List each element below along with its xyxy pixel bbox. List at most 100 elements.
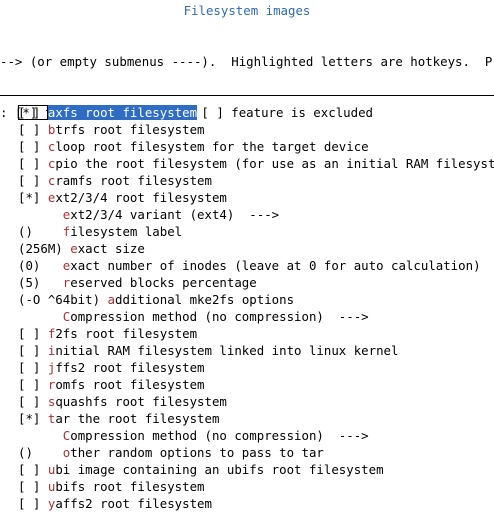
- menu-item-hotkey: t: [47, 411, 56, 426]
- menu-item-label: bifs root filesystem: [55, 479, 205, 494]
- menu-item-indicator: [ ]: [18, 122, 48, 137]
- menu-item-indicator: (): [18, 224, 63, 239]
- menu-item-hotkey: u: [47, 479, 56, 494]
- selection-highlight: axfs root filesystem: [47, 105, 198, 120]
- menu-item[interactable]: (0) exact number of inodes (leave at 0 f…: [18, 257, 494, 274]
- menu-item-hotkey: e: [62, 207, 71, 222]
- menu-item-label: bi image containing an ubifs root filesy…: [55, 462, 384, 477]
- menu-item-indicator: [ ]: [18, 394, 48, 409]
- menu-item-indicator: [ ]: [18, 139, 48, 154]
- menu-item-indicator: [18, 428, 63, 443]
- menu-item-indicator: [ ]: [18, 462, 48, 477]
- menu-item-hotkey: f: [47, 326, 56, 341]
- menu-item[interactable]: [ ] ubi image containing an ubifs root f…: [18, 461, 494, 478]
- menu-item-label: trfs root filesystem: [55, 122, 205, 137]
- menu-item-indicator: [ ]: [18, 173, 48, 188]
- menu-item[interactable]: [ ] cpio the root filesystem (for use as…: [18, 155, 494, 172]
- menu-item-hotkey: o: [62, 445, 71, 460]
- menu-item[interactable]: [*] tar the root filesystem: [18, 410, 494, 427]
- menu-item-indicator: [ ]: [18, 479, 48, 494]
- menu-item-label: loop root filesystem for the target devi…: [55, 139, 369, 154]
- window-title: Filesystem images: [183, 3, 311, 18]
- menu-item-label: 2fs root filesystem: [55, 326, 198, 341]
- menu-item-indicator: (256M): [18, 241, 71, 256]
- menu-item-indicator: [ ]: [18, 377, 48, 392]
- menu-item[interactable]: [ ] cloop root filesystem for the target…: [18, 138, 494, 155]
- menu-item-label: xt2/3/4 root filesystem: [55, 190, 227, 205]
- menu-item-indicator: [ ]: [18, 496, 48, 511]
- menu-item-hotkey: s: [47, 394, 56, 409]
- menu-item-indicator: (0): [18, 258, 63, 273]
- menu-item-hotkey: C: [62, 428, 71, 443]
- menu-item-hotkey: j: [47, 360, 56, 375]
- menu-item-label: affs2 root filesystem: [55, 496, 212, 511]
- menu-item-hotkey: e: [70, 241, 78, 256]
- menu-item[interactable]: (256M) exact size: [18, 240, 494, 257]
- menu-item[interactable]: (-O ^64bit) additional mke2fs options: [18, 291, 494, 308]
- menu-item-hotkey: a: [47, 105, 56, 120]
- menu-item-label: quashfs root filesystem: [55, 394, 227, 409]
- menu-item[interactable]: [ ] jffs2 root filesystem: [18, 359, 494, 376]
- menu-item-label: ramfs root filesystem: [55, 173, 212, 188]
- menu-item-indicator: [*]: [18, 411, 48, 426]
- menu-item-label: nitial RAM filesystem linked into linux …: [55, 343, 399, 358]
- menu-item[interactable]: [ ] axfs root filesystem: [18, 104, 494, 121]
- menu-item-hotkey: e: [62, 258, 71, 273]
- menu-item-label: ompression method (no compression) --->: [70, 309, 369, 324]
- menu-item[interactable]: [ ] squashfs root filesystem: [18, 393, 494, 410]
- menu-item[interactable]: [ ] ubifs root filesystem: [18, 478, 494, 495]
- menu-item[interactable]: Compression method (no compression) --->: [18, 427, 494, 444]
- menu-item-label: pio the root filesystem (for use as an i…: [55, 156, 494, 171]
- menu-item-indicator: (5): [18, 275, 63, 290]
- menu-item-hotkey: a: [107, 292, 115, 307]
- menu-item-label: ar the root filesystem: [55, 411, 220, 426]
- menu-item[interactable]: [ ] romfs root filesystem: [18, 376, 494, 393]
- menu-item-indicator: [18, 309, 63, 324]
- menu-item[interactable]: [ ] cramfs root filesystem: [18, 172, 494, 189]
- menu-item-hotkey: b: [47, 122, 56, 137]
- menu-item[interactable]: Compression method (no compression) --->: [18, 308, 494, 325]
- menu-item-hotkey: u: [47, 462, 56, 477]
- menu-item-hotkey: c: [47, 156, 56, 171]
- menu-item[interactable]: [*] ext2/3/4 root filesystem: [18, 189, 494, 206]
- menu-item-hotkey: i: [47, 343, 56, 358]
- menu-item-label: ther random options to pass to tar: [70, 445, 324, 460]
- menu-item-indicator: [18, 207, 63, 222]
- menu-item-label: xact size: [77, 241, 145, 256]
- menu-item[interactable]: () filesystem label: [18, 223, 494, 240]
- menu-item[interactable]: () other random options to pass to tar: [18, 444, 494, 461]
- menu-item[interactable]: [ ] initial RAM filesystem linked into l…: [18, 342, 494, 359]
- menu-item-label: ompression method (no compression) --->: [70, 428, 369, 443]
- menu-item[interactable]: (5) reserved blocks percentage: [18, 274, 494, 291]
- menu-item-hotkey: y: [47, 496, 56, 511]
- menu-item-hotkey: r: [62, 275, 71, 290]
- menu-item-label: omfs root filesystem: [55, 377, 205, 392]
- menu-item[interactable]: [ ] yaffs2 root filesystem: [18, 495, 494, 512]
- menu-item[interactable]: [ ] btrfs root filesystem: [18, 121, 494, 138]
- menu-item-indicator: (-O ^64bit): [18, 292, 108, 307]
- menu-item-indicator: [ ]: [18, 326, 48, 341]
- menu-item-hotkey: C: [62, 309, 71, 324]
- menu-item-hotkey: f: [62, 224, 71, 239]
- menu-item-indicator: [*]: [18, 190, 48, 205]
- menu-item-hotkey: e: [47, 190, 56, 205]
- menu-item-indicator: [ ]: [18, 156, 48, 171]
- menu-item-label: eserved blocks percentage: [70, 275, 257, 290]
- help-line-navigation: --> (or empty submenus ----). Highlighte…: [0, 54, 494, 69]
- menu-item[interactable]: ext2/3/4 variant (ext4) --->: [18, 206, 494, 223]
- menu-item-indicator: [ ]: [18, 343, 48, 358]
- menu-item-hotkey: r: [47, 377, 56, 392]
- menu-item-label: dditional mke2fs options: [115, 292, 295, 307]
- menu-item-indicator: (): [18, 445, 63, 460]
- menu-item-hotkey: c: [47, 173, 56, 188]
- divider-line: [0, 95, 494, 96]
- menu-item-label: ilesystem label: [70, 224, 183, 239]
- menu-item[interactable]: [ ] f2fs root filesystem: [18, 325, 494, 342]
- menu-item-indicator: [ ]: [18, 360, 48, 375]
- menu-item-label: ffs2 root filesystem: [55, 360, 205, 375]
- menu-list: [ ] axfs root filesystem[ ] btrfs root f…: [18, 104, 494, 512]
- menu-item-label: xact number of inodes (leave at 0 for au…: [70, 258, 481, 273]
- menu-item-indicator: [ ]: [18, 105, 48, 120]
- menu-item-label: xfs root filesystem: [55, 105, 198, 120]
- menu-item-label: xt2/3/4 variant (ext4) --->: [70, 207, 280, 222]
